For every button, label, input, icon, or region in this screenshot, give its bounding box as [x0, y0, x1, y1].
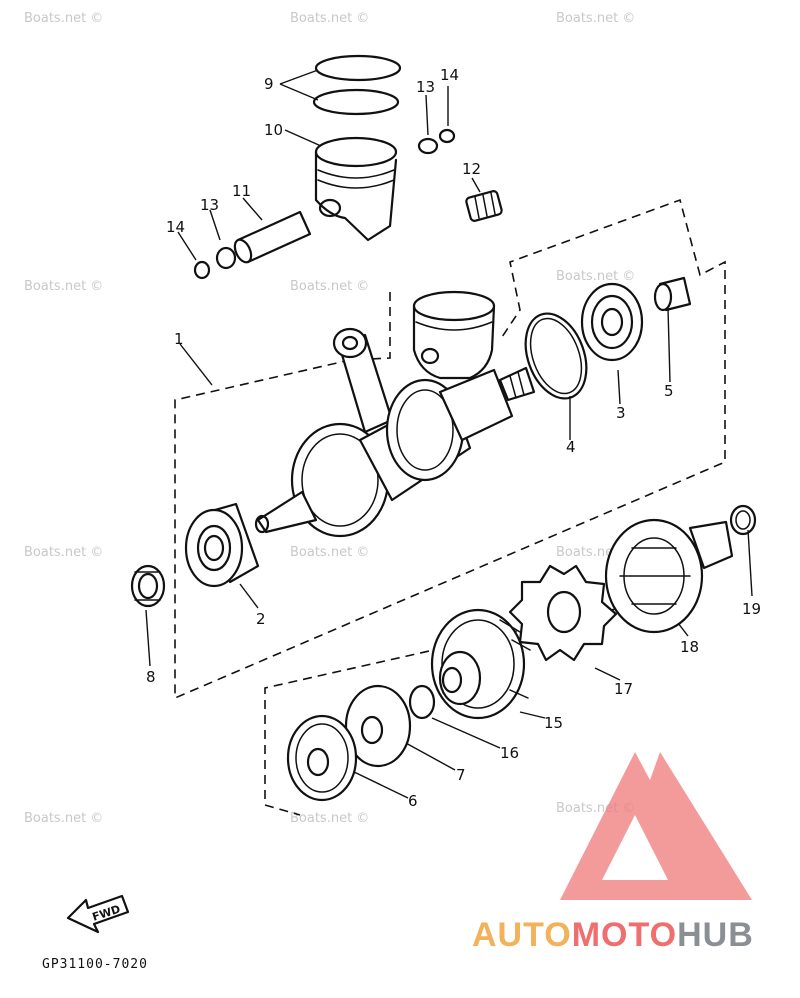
callout: 13: [416, 78, 435, 96]
watermark: Boats.net ©: [290, 11, 369, 26]
watermark: Boats.net ©: [290, 279, 369, 294]
callout: 5: [664, 382, 674, 400]
callout: 16: [500, 744, 519, 762]
crankshaft: [254, 290, 536, 538]
callout: 12: [462, 160, 481, 178]
watermark: Boats.net ©: [290, 811, 369, 826]
leader-lines: [145, 69, 753, 799]
watermark: Boats.net ©: [556, 11, 635, 26]
callout: 14: [166, 218, 185, 236]
crank-assembly-frame: [174, 198, 726, 700]
main-bearing-left: [184, 502, 260, 588]
pulley-assembly-frame: [264, 567, 701, 816]
piston-pin: [233, 210, 312, 264]
callout: 7: [456, 766, 466, 784]
needle-bearing: [465, 190, 503, 222]
clip-13-lower: [215, 246, 237, 270]
callout: 8: [146, 668, 156, 686]
callout: 13: [200, 196, 219, 214]
watermarks: Boats.net © Boats.net © Boats.net © Boat…: [24, 11, 635, 826]
main-bearing-right: [580, 282, 644, 362]
assembly-frames: [174, 198, 726, 816]
coupler: [604, 518, 734, 634]
damper: [508, 564, 618, 662]
watermark: Boats.net ©: [24, 545, 103, 560]
callout: 15: [544, 714, 563, 732]
callout: 19: [742, 600, 761, 618]
automotohub-logo: AUTOMOTOHUB: [472, 752, 754, 954]
clip-14-upper: [438, 128, 456, 144]
callout: 1: [174, 330, 184, 348]
callout: 11: [232, 182, 251, 200]
piston: [314, 136, 398, 242]
callout: 9: [264, 75, 274, 93]
watermark: Boats.net ©: [24, 11, 103, 26]
piston-rings: [312, 54, 402, 116]
circlip: [524, 312, 588, 400]
fwd-arrow-icon: FWD: [66, 894, 130, 934]
washer: [729, 504, 757, 536]
watermark: Boats.net ©: [556, 269, 635, 284]
oil-seal: [130, 564, 166, 608]
logo-word-hub: HUB: [677, 916, 754, 954]
o-ring: [408, 684, 436, 720]
watermark: Boats.net ©: [24, 811, 103, 826]
callout: 10: [264, 121, 283, 139]
watermark: Boats.net ©: [290, 545, 369, 560]
coupling-housing: [430, 608, 531, 720]
callout-labels: 9 10 11 12 13 13 14 14 1 4 3 5 2 8 19 18…: [146, 66, 761, 810]
logo-word-auto: AUTO: [472, 916, 572, 954]
callout: 18: [680, 638, 699, 656]
callout: 2: [256, 610, 266, 628]
callout: 3: [616, 404, 626, 422]
logo-text: AUTOMOTOHUB: [472, 916, 754, 954]
pulley: [286, 714, 358, 802]
spacer: [344, 684, 412, 768]
callout: 14: [440, 66, 459, 84]
clip-13-upper: [417, 137, 439, 155]
watermark: Boats.net ©: [24, 279, 103, 294]
callout: 17: [614, 680, 633, 698]
collar: [653, 276, 692, 312]
callout: 6: [408, 792, 418, 810]
logo-word-moto: MOTO: [572, 916, 677, 954]
diagram-code: GP31100-7020: [42, 957, 148, 972]
callout: 4: [566, 438, 576, 456]
clip-14-lower: [193, 260, 211, 280]
